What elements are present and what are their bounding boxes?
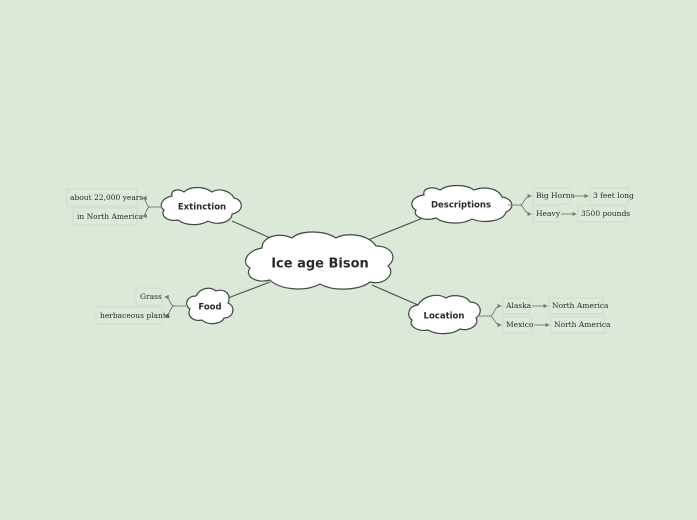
location-link-1 (489, 303, 502, 317)
main-connectors (227, 215, 429, 306)
descriptions-detail-1[interactable]: 3 feet long (593, 191, 634, 200)
descriptions-leaf-1[interactable]: Big Horns (536, 191, 575, 200)
location-detail-2-box (550, 316, 606, 334)
descriptions-detail-2-box (577, 205, 627, 223)
descriptions-leaf-1-box (532, 187, 571, 205)
location-leaf-2-box (502, 316, 533, 334)
location-detail-2[interactable]: North America (554, 320, 611, 329)
extinction-leaves: about 22,000 years in North America (66, 188, 162, 226)
extinction-leaf-1-box (66, 188, 138, 207)
descriptions-link-2 (519, 204, 532, 217)
connector-food (227, 281, 271, 299)
branch-descriptions[interactable]: Descriptions (411, 184, 513, 224)
food-label: Food (198, 303, 221, 313)
branch-location[interactable]: Location (408, 294, 481, 335)
central-cloud-shape (245, 231, 394, 290)
location-cloud-shape (408, 294, 481, 335)
location-label: Location (424, 312, 465, 322)
connector-descriptions (367, 215, 429, 241)
extinction-link-1 (142, 195, 151, 208)
location-leaf-2[interactable]: Mexico (506, 320, 534, 329)
food-leaves: Grass herbaceous plants (95, 287, 186, 325)
location-leaf-1[interactable]: Alaska (505, 301, 532, 310)
descriptions-leaves: Big Horns 3 feet long Heavy 3500 pounds (508, 187, 634, 223)
descriptions-cloud-shape (411, 184, 513, 224)
descriptions-leaf-2-box (532, 205, 560, 223)
branch-extinction[interactable]: Extinction (160, 186, 242, 226)
connector-location (371, 284, 419, 306)
extinction-leaf-2-box (72, 207, 138, 226)
descriptions-detail-2[interactable]: 3500 pounds (581, 209, 630, 218)
location-detail-1-box (548, 297, 604, 315)
location-detail-1[interactable]: North America (552, 301, 609, 310)
central-topic[interactable]: Ice age Bison (245, 231, 394, 290)
food-link-1 (164, 294, 175, 307)
extinction-leaf-2[interactable]: in North America (77, 212, 144, 221)
branch-food[interactable]: Food (186, 287, 234, 325)
descriptions-link-1 (519, 193, 532, 206)
food-leaf-1[interactable]: Grass (140, 292, 162, 301)
food-cloud-shape (186, 287, 234, 325)
extinction-cloud-shape (160, 186, 242, 226)
location-leaves: Alaska North America Mexico North Americ… (478, 297, 611, 334)
extinction-link-2 (142, 206, 151, 219)
location-link-2 (489, 315, 502, 328)
location-leaf-1-box (502, 297, 531, 315)
descriptions-detail-1-box (589, 187, 629, 205)
food-leaf-2-box (95, 306, 163, 325)
food-link-2 (164, 305, 175, 319)
central-topic-label: Ice age Bison (271, 257, 369, 272)
extinction-label: Extinction (178, 203, 226, 213)
extinction-leaf-1[interactable]: about 22,000 years (70, 193, 143, 202)
connector-extinction (231, 220, 276, 241)
descriptions-label: Descriptions (431, 201, 491, 211)
food-leaf-1-box (135, 287, 163, 306)
food-leaf-2[interactable]: herbaceous plants (100, 311, 170, 320)
descriptions-leaf-2[interactable]: Heavy (536, 209, 561, 218)
